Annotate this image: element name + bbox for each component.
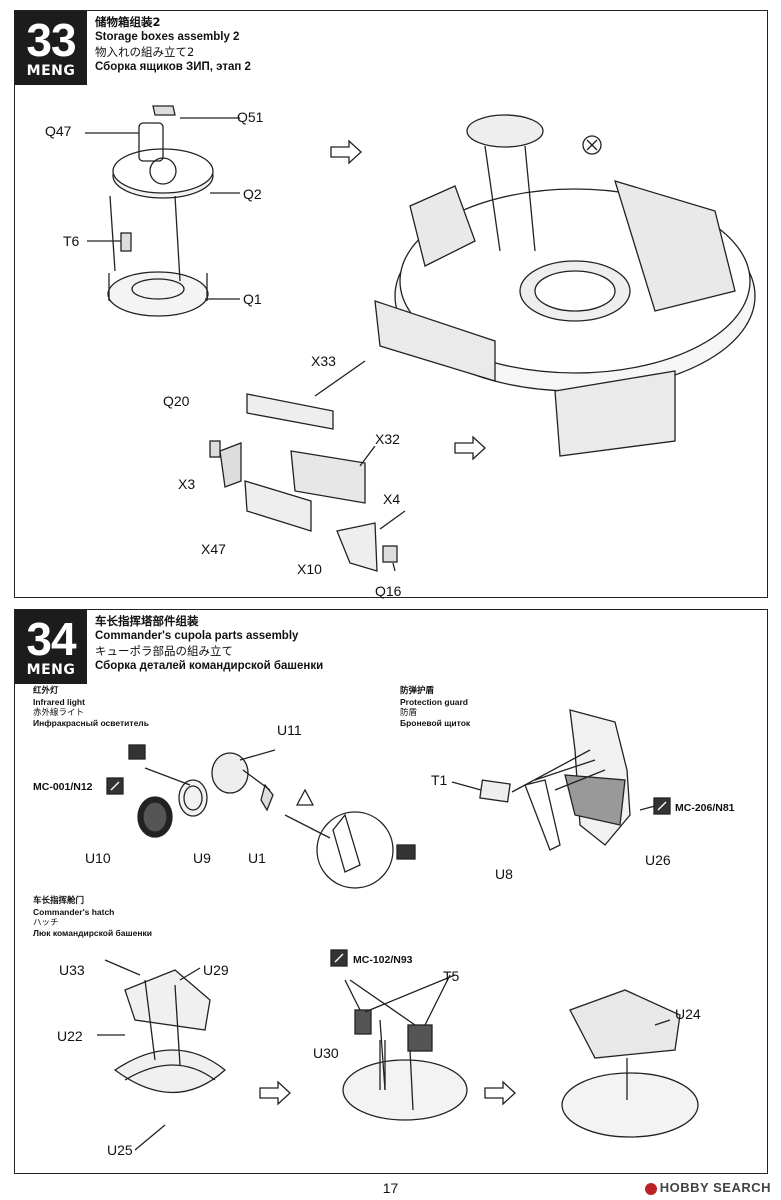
part-label-u30: U30 xyxy=(313,1045,339,1061)
part-label-x10: X10 xyxy=(297,561,322,577)
step-34-panel: 34 MENG 车长指挥塔部件组装 Commander's cupola par… xyxy=(14,609,768,1174)
part-label-u33: U33 xyxy=(59,962,85,978)
infrared-jp: 赤外線ライト xyxy=(33,707,85,717)
part-label-q51: Q51 xyxy=(237,109,264,125)
part-label-x3: X3 xyxy=(178,476,196,492)
part-label-t6: T6 xyxy=(63,233,80,249)
part-label-u25: U25 xyxy=(107,1142,133,1158)
hatch-en: Commander's hatch xyxy=(33,906,115,917)
step-title-block: 储物箱组装2 Storage boxes assembly 2 物入れの組み立て… xyxy=(95,15,251,75)
part-label-u10: U10 xyxy=(85,850,111,866)
hobby-search-logo-icon xyxy=(644,1182,657,1195)
title-en: Commander's cupola parts assembly xyxy=(95,630,299,642)
hatch-ru: Люк командирской башенки xyxy=(33,927,152,938)
part-label-u8: U8 xyxy=(495,866,513,882)
part-label-x47: X47 xyxy=(201,541,226,557)
part-label-q47: Q47 xyxy=(45,123,72,139)
part-label-u9: U9 xyxy=(193,850,211,866)
guard-en: Protection guard xyxy=(400,696,469,707)
title-ru: Сборка деталей командирской башенки xyxy=(95,660,324,672)
step-33-drawing xyxy=(85,105,756,572)
title-cn: 储物箱组装2 xyxy=(95,15,161,29)
brand-logo: MENG xyxy=(26,662,76,678)
paint-code-hatch: MC-102/N93 xyxy=(353,954,413,966)
title-cn: 车长指挥塔部件组装 xyxy=(95,614,199,628)
part-label-x33: X33 xyxy=(311,353,336,369)
title-jp: キューポラ部品の組み立て xyxy=(95,644,233,658)
subheading-hatch: 车长指挥舱门 Commander's hatch ハッチ Люк команди… xyxy=(33,896,152,938)
part-label-u1: U1 xyxy=(248,850,266,866)
title-en: Storage boxes assembly 2 xyxy=(95,31,240,43)
part-label-x32: X32 xyxy=(375,431,400,447)
infrared-cn: 红外灯 xyxy=(33,686,59,696)
part-label-t1: T1 xyxy=(431,772,448,788)
title-jp: 物入れの組み立て2 xyxy=(95,45,195,59)
paint-code-infrared: MC-001/N12 xyxy=(33,781,93,793)
step-number: 34 xyxy=(26,613,76,665)
step-number: 33 xyxy=(26,14,76,66)
step-number-badge: 34 MENG xyxy=(15,610,87,684)
hatch-jp: ハッチ xyxy=(33,917,59,927)
guard-cn: 防弹护盾 xyxy=(400,686,435,696)
part-label-q16: Q16 xyxy=(375,583,402,599)
paint-code-guard: MC-206/N81 xyxy=(675,802,735,814)
watermark: HOBBY SEARCH xyxy=(644,1180,771,1195)
step-34-drawing xyxy=(97,709,699,1151)
part-label-t5: T5 xyxy=(443,968,460,984)
watermark-text: HOBBY SEARCH xyxy=(659,1180,771,1195)
subheading-infrared: 红外灯 Infrared light 赤外線ライト Инфракрасный о… xyxy=(33,686,149,728)
part-label-u22: U22 xyxy=(57,1028,83,1044)
part-label-u24: U24 xyxy=(675,1006,701,1022)
part-label-q1: Q1 xyxy=(243,291,262,307)
part-label-x4: X4 xyxy=(383,491,401,507)
page-number: 17 xyxy=(382,1180,399,1196)
part-label-q2: Q2 xyxy=(243,186,262,202)
brand-logo: MENG xyxy=(26,63,76,79)
part-label-u29: U29 xyxy=(203,962,229,978)
hatch-cn: 车长指挥舱门 xyxy=(33,896,85,906)
part-label-u11: U11 xyxy=(277,722,302,738)
title-ru: Сборка ящиков ЗИП, этап 2 xyxy=(95,61,251,73)
step-33-panel: 33 MENG 储物箱组装2 Storage boxes assembly 2 … xyxy=(14,10,768,599)
subheading-guard: 防弹护盾 Protection guard 防盾 Броневой щиток xyxy=(400,686,470,728)
guard-ru: Броневой щиток xyxy=(400,717,471,728)
infrared-ru: Инфракрасный осветитель xyxy=(33,717,149,728)
step-title-block: 车长指挥塔部件组装 Commander's cupola parts assem… xyxy=(95,614,323,674)
guard-jp: 防盾 xyxy=(400,707,418,717)
infrared-en: Infrared light xyxy=(33,696,85,707)
part-label-q20: Q20 xyxy=(163,393,190,409)
step-number-badge: 33 MENG xyxy=(15,11,87,85)
part-label-u26: U26 xyxy=(645,852,671,868)
